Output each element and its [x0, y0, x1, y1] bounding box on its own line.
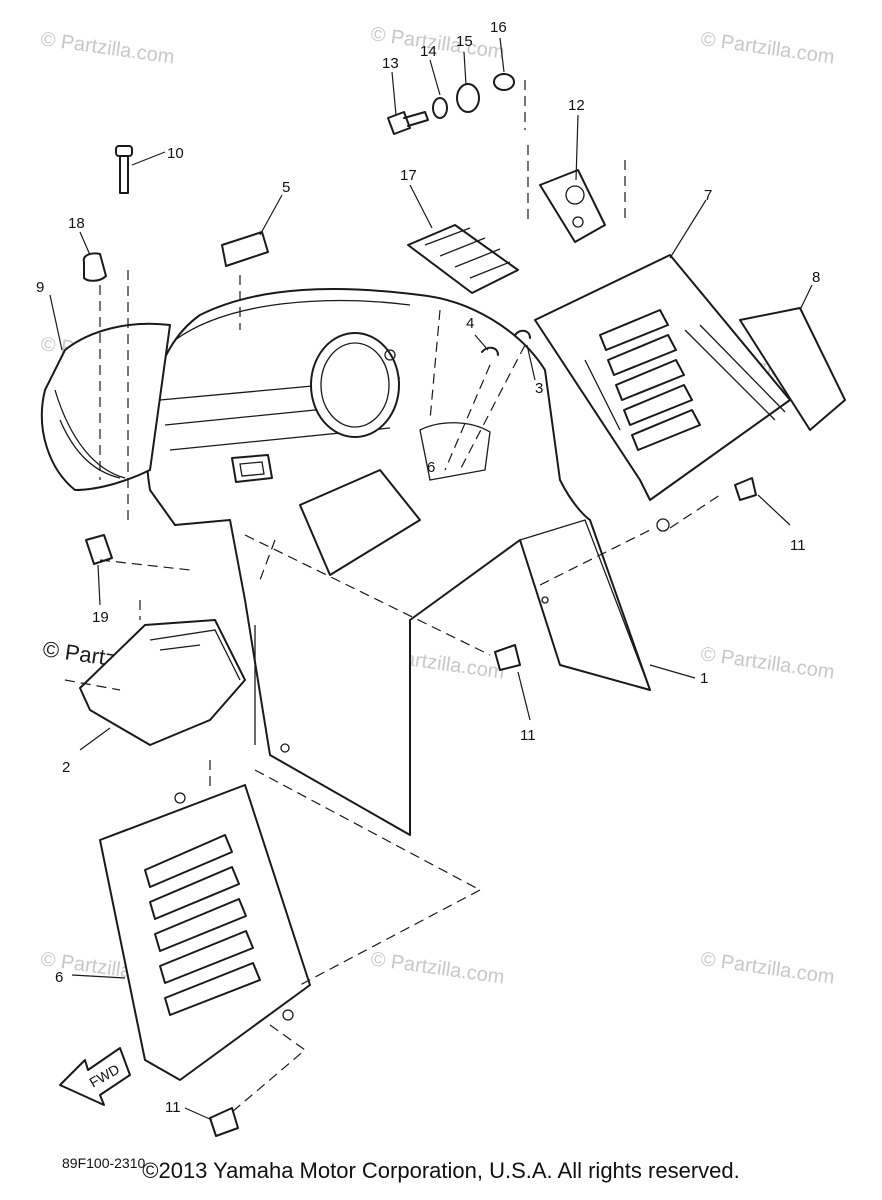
part-6-lower-panel: [99, 784, 311, 1081]
part-9-side-shroud: [40, 322, 171, 491]
callout-10: 10: [167, 145, 184, 162]
watermark-text: © Partzilla.com: [699, 643, 836, 684]
watermark-text: © Partzilla.com: [699, 948, 836, 989]
part-11-screws: [209, 477, 757, 1137]
part-19-clip: [85, 534, 113, 565]
callout-12: 12: [568, 97, 585, 114]
part-17-grille: [407, 224, 519, 294]
callout-11: 11: [790, 537, 806, 554]
callout-13: 13: [382, 55, 399, 72]
leader-lines: [49, 37, 813, 1121]
watermark-text: © Partzilla.com: [369, 948, 506, 989]
callout-4: 4: [466, 315, 474, 332]
copyright-notice: ©2013 Yamaha Motor Corporation, U.S.A. A…: [142, 1158, 740, 1183]
diagram-code: 89F100-2310: [62, 1155, 146, 1171]
callout-18: 18: [68, 215, 85, 232]
watermark-text: © Partzilla.com: [39, 28, 176, 69]
part-8-side-panel: [739, 307, 846, 431]
assembly-lines: [64, 80, 721, 1113]
callout-11: 11: [165, 1099, 181, 1116]
part-10-bolt: [115, 145, 133, 194]
callout-6: 6: [55, 969, 63, 986]
callouts: 1 2 3 4 5 6 6 7 8 9 10 11 11 11 12 13 14…: [36, 19, 820, 1116]
fwd-arrow: FWD: [59, 1047, 131, 1106]
callout-9: 9: [36, 279, 44, 296]
callout-14: 14: [420, 43, 437, 60]
part-12-bracket: [539, 169, 606, 243]
part-7-right-panel: [534, 254, 791, 532]
callout-5: 5: [282, 179, 290, 196]
part-2-small-cover: [79, 619, 246, 746]
part-1-front-cover: [145, 288, 651, 836]
callout-6b: 6: [427, 459, 435, 476]
callout-3: 3: [535, 380, 543, 397]
part-4-clip: [481, 346, 499, 356]
callout-2: 2: [62, 759, 70, 776]
part-3-clip: [514, 329, 531, 339]
part-18-rubber: [82, 252, 107, 282]
callout-15: 15: [456, 33, 473, 50]
callout-19: 19: [92, 609, 109, 626]
callout-17: 17: [400, 167, 417, 184]
watermark-text: © Partzilla.com: [699, 28, 836, 69]
callout-1: 1: [700, 670, 708, 687]
callout-11: 11: [520, 727, 536, 744]
part-13-16-fastener-stack: [387, 73, 515, 135]
callout-16: 16: [490, 19, 507, 36]
callout-7: 7: [704, 187, 712, 204]
callout-8: 8: [812, 269, 820, 286]
part-5-clip: [221, 231, 269, 267]
